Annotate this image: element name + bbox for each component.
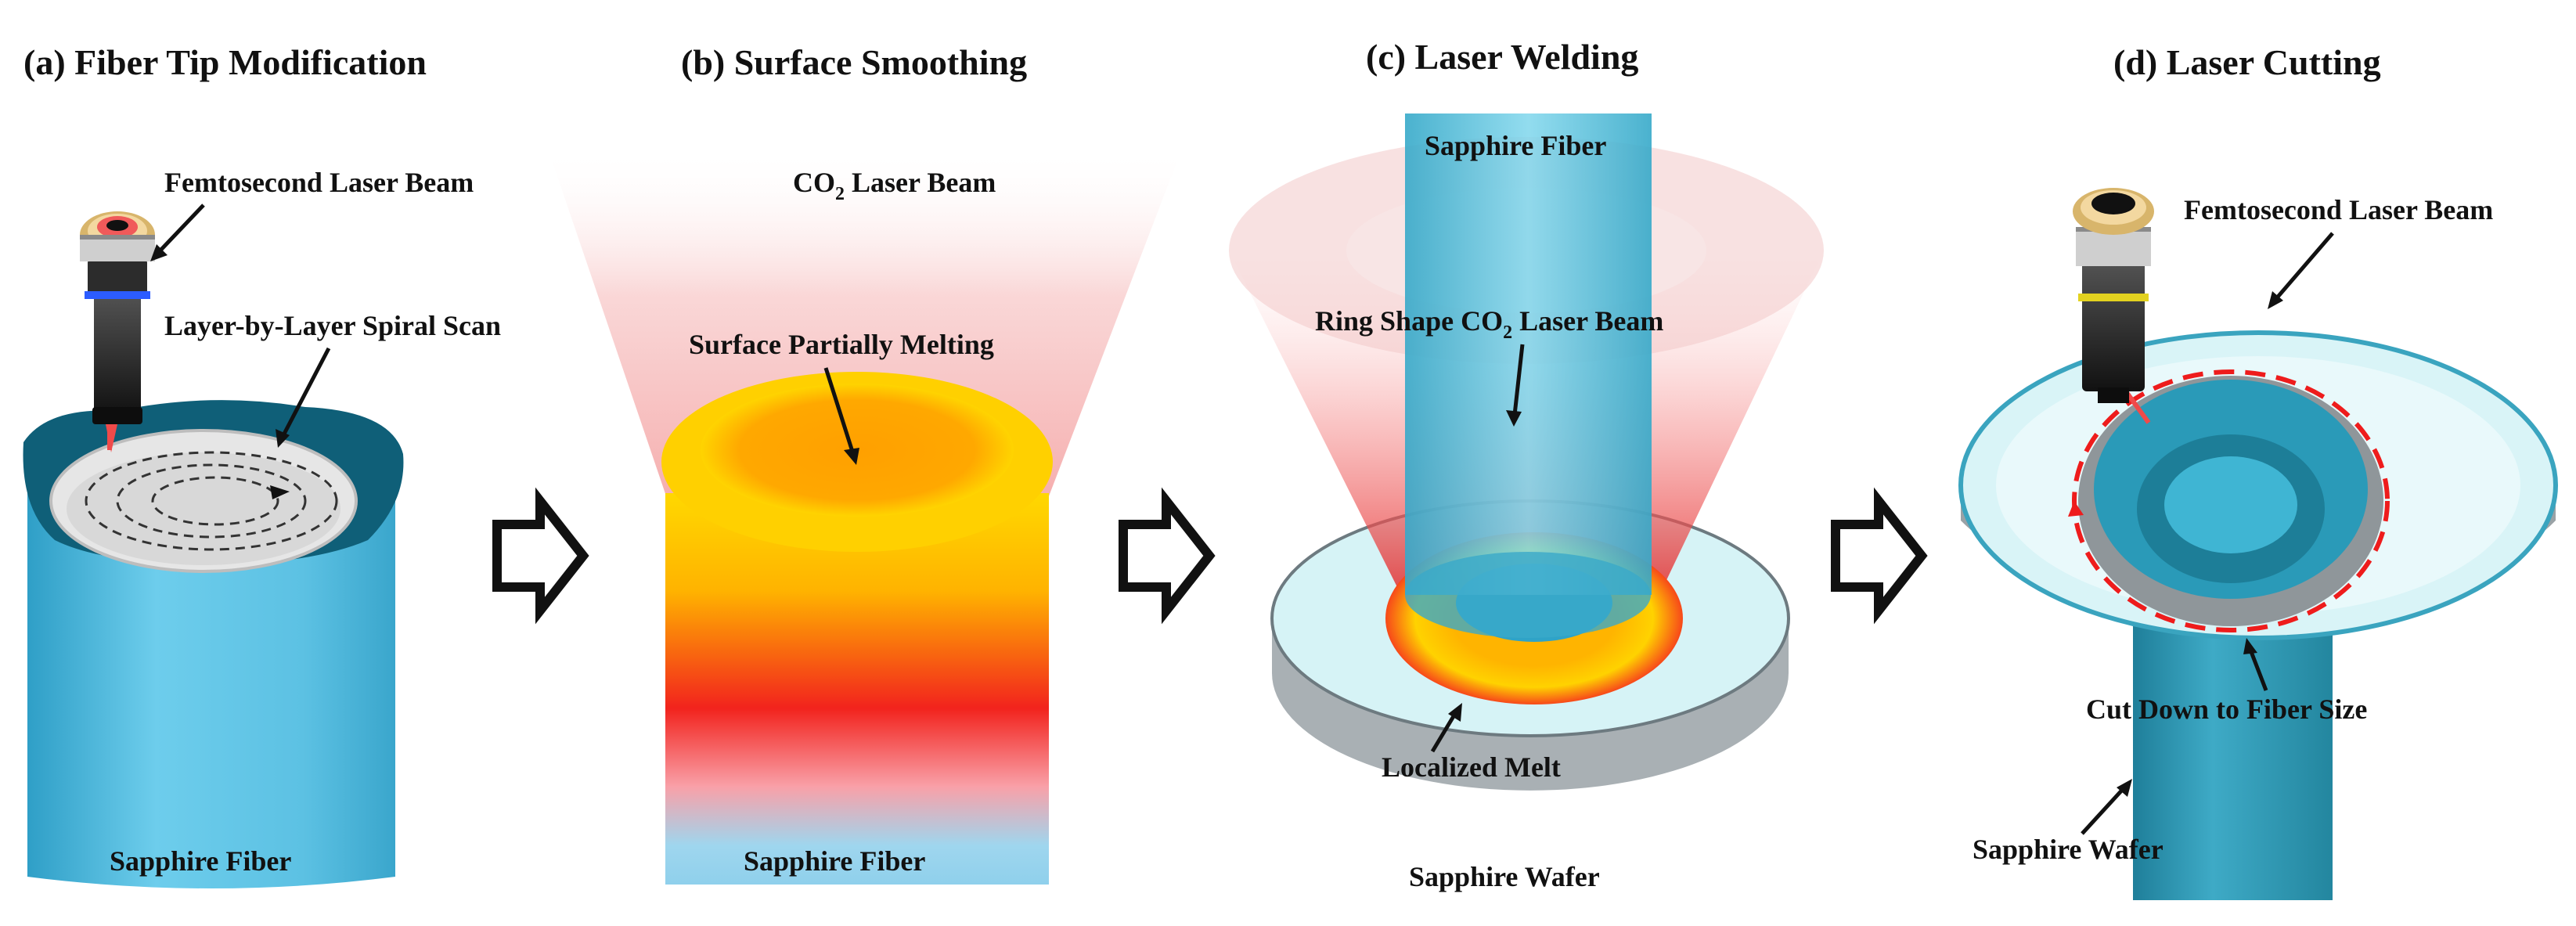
panel-b-title: (b) Surface Smoothing [681,42,1027,82]
step-arrow-icon [492,487,589,625]
wafer-label-d: Sapphire Wafer [1973,834,2163,865]
panel-a-title: (a) Fiber Tip Modification [23,42,427,82]
panel-c-title: (c) Laser Welding [1366,37,1638,77]
laser-label-a: Femtosecond Laser Beam [164,167,474,198]
sapphire-fiber-b [665,493,1049,885]
melt-label-b: Surface Partially Melting [689,329,994,360]
cut-label-d: Cut Down to Fiber Size [2086,694,2367,725]
wafer-label-c: Sapphire Wafer [1409,861,1600,892]
ring-label-c: Ring Shape CO2 Laser Beam [1315,305,1663,343]
panel-c: (c) Laser Welding Sapphire Fiber Ring Sh… [1229,37,1824,892]
fiber-label-b: Sapphire Fiber [744,845,925,877]
step-arrow-icon [1831,487,1928,625]
melt-label-c: Localized Melt [1382,751,1561,783]
laser-label-d: Femtosecond Laser Beam [2184,194,2493,225]
femtosecond-laser-head-icon [2073,188,2154,424]
fiber-label-a: Sapphire Fiber [110,845,291,877]
sapphire-fiber-c [1405,113,1652,595]
femtosecond-laser-head-icon [80,211,155,452]
co2-label-b: CO2 Laser Beam [793,167,996,204]
spiral-scan-icon [85,451,338,551]
fiber-label-c: Sapphire Fiber [1425,130,1606,161]
sapphire-fiber-a [27,477,395,888]
scan-label-a: Layer-by-Layer Spiral Scan [164,310,501,341]
panel-b: (b) Surface Smoothing CO2 Laser Beam Sur… [548,42,1182,885]
panel-d: (d) Laser Cutting Femtosecond Laser B [1958,42,2558,900]
step-arrow-icon [1119,487,1216,625]
panel-a: (a) Fiber Tip Modification [23,42,501,888]
panel-d-title: (d) Laser Cutting [2113,42,2381,82]
